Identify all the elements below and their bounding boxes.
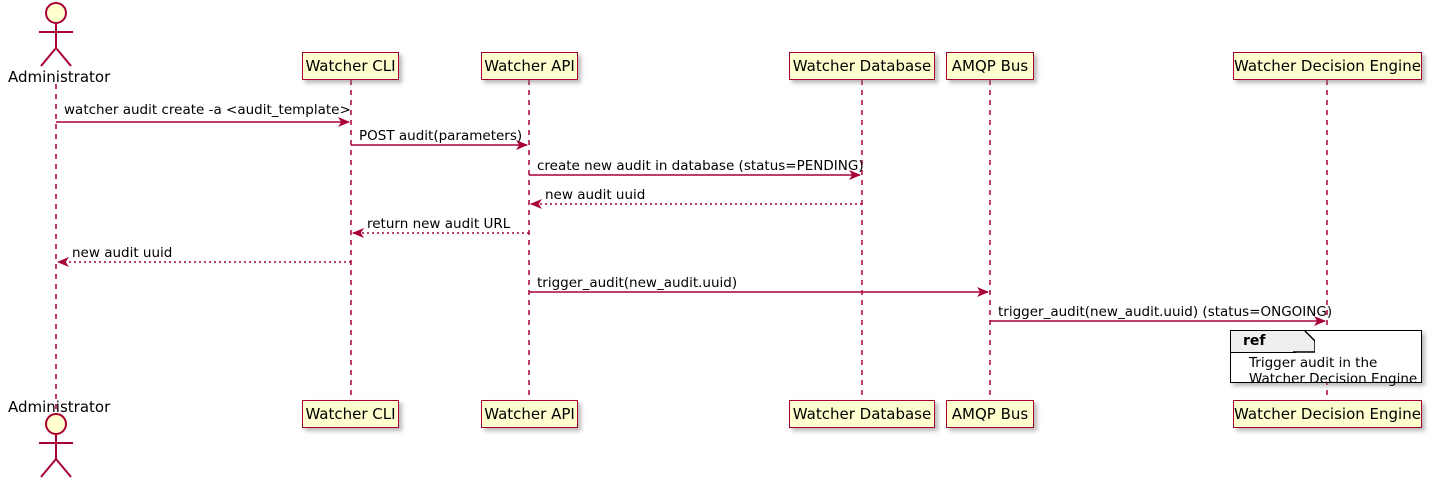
participant-label: Watcher API <box>484 56 575 75</box>
message-label-5: return new audit URL <box>367 216 511 232</box>
participant-api-bottom[interactable]: Watcher API <box>481 400 578 428</box>
ref-text-line-2: Watcher Decision Engine <box>1249 371 1418 387</box>
message-label-6: new audit uuid <box>72 245 173 261</box>
participant-label: Watcher CLI <box>305 404 396 423</box>
message-label-7: trigger_audit(new_audit.uuid) <box>537 275 738 291</box>
participant-label: AMQP Bus <box>951 56 1029 75</box>
participant-label: Watcher CLI <box>305 56 396 75</box>
ref-tab-label: ref <box>1243 333 1266 349</box>
participant-de-top[interactable]: Watcher Decision Engine <box>1233 52 1422 80</box>
actor-label-top: Administrator <box>8 68 111 86</box>
participant-label: Watcher Database <box>792 404 932 423</box>
actor-figure-bottom <box>39 413 73 478</box>
participant-de-bottom[interactable]: Watcher Decision Engine <box>1233 400 1422 428</box>
participant-cli-top[interactable]: Watcher CLI <box>302 52 399 80</box>
message-label-8: trigger_audit(new_audit.uuid) (status=ON… <box>998 304 1333 320</box>
actor-label-bottom: Administrator <box>8 398 111 416</box>
participant-amqp-top[interactable]: AMQP Bus <box>946 52 1034 80</box>
ref-tab-corner-icon <box>1293 331 1315 353</box>
message-label-4: new audit uuid <box>545 187 646 203</box>
participant-cli-bottom[interactable]: Watcher CLI <box>302 400 399 428</box>
lifelines-group <box>55 80 1328 414</box>
participant-label: AMQP Bus <box>951 404 1029 423</box>
participant-db-bottom[interactable]: Watcher Database <box>789 400 935 428</box>
ref-text-line-1: Trigger audit in the <box>1249 355 1378 371</box>
actor-figure-top <box>39 2 73 67</box>
ref-fragment: ref Trigger audit in the Watcher Decisio… <box>1230 330 1422 387</box>
participant-label: Watcher Database <box>792 56 932 75</box>
message-label-3: create new audit in database (status=PEN… <box>537 158 864 174</box>
participant-label: Watcher Decision Engine <box>1234 404 1421 423</box>
participant-label: Watcher API <box>484 404 575 423</box>
message-label-2: POST audit(parameters) <box>359 128 523 144</box>
participant-label: Watcher Decision Engine <box>1234 56 1421 75</box>
participant-api-top[interactable]: Watcher API <box>481 52 578 80</box>
participant-db-top[interactable]: Watcher Database <box>789 52 935 80</box>
message-label-1: watcher audit create -a <audit_template> <box>64 102 351 118</box>
message-arrows-group <box>56 117 1326 326</box>
participant-amqp-bottom[interactable]: AMQP Bus <box>946 400 1034 428</box>
